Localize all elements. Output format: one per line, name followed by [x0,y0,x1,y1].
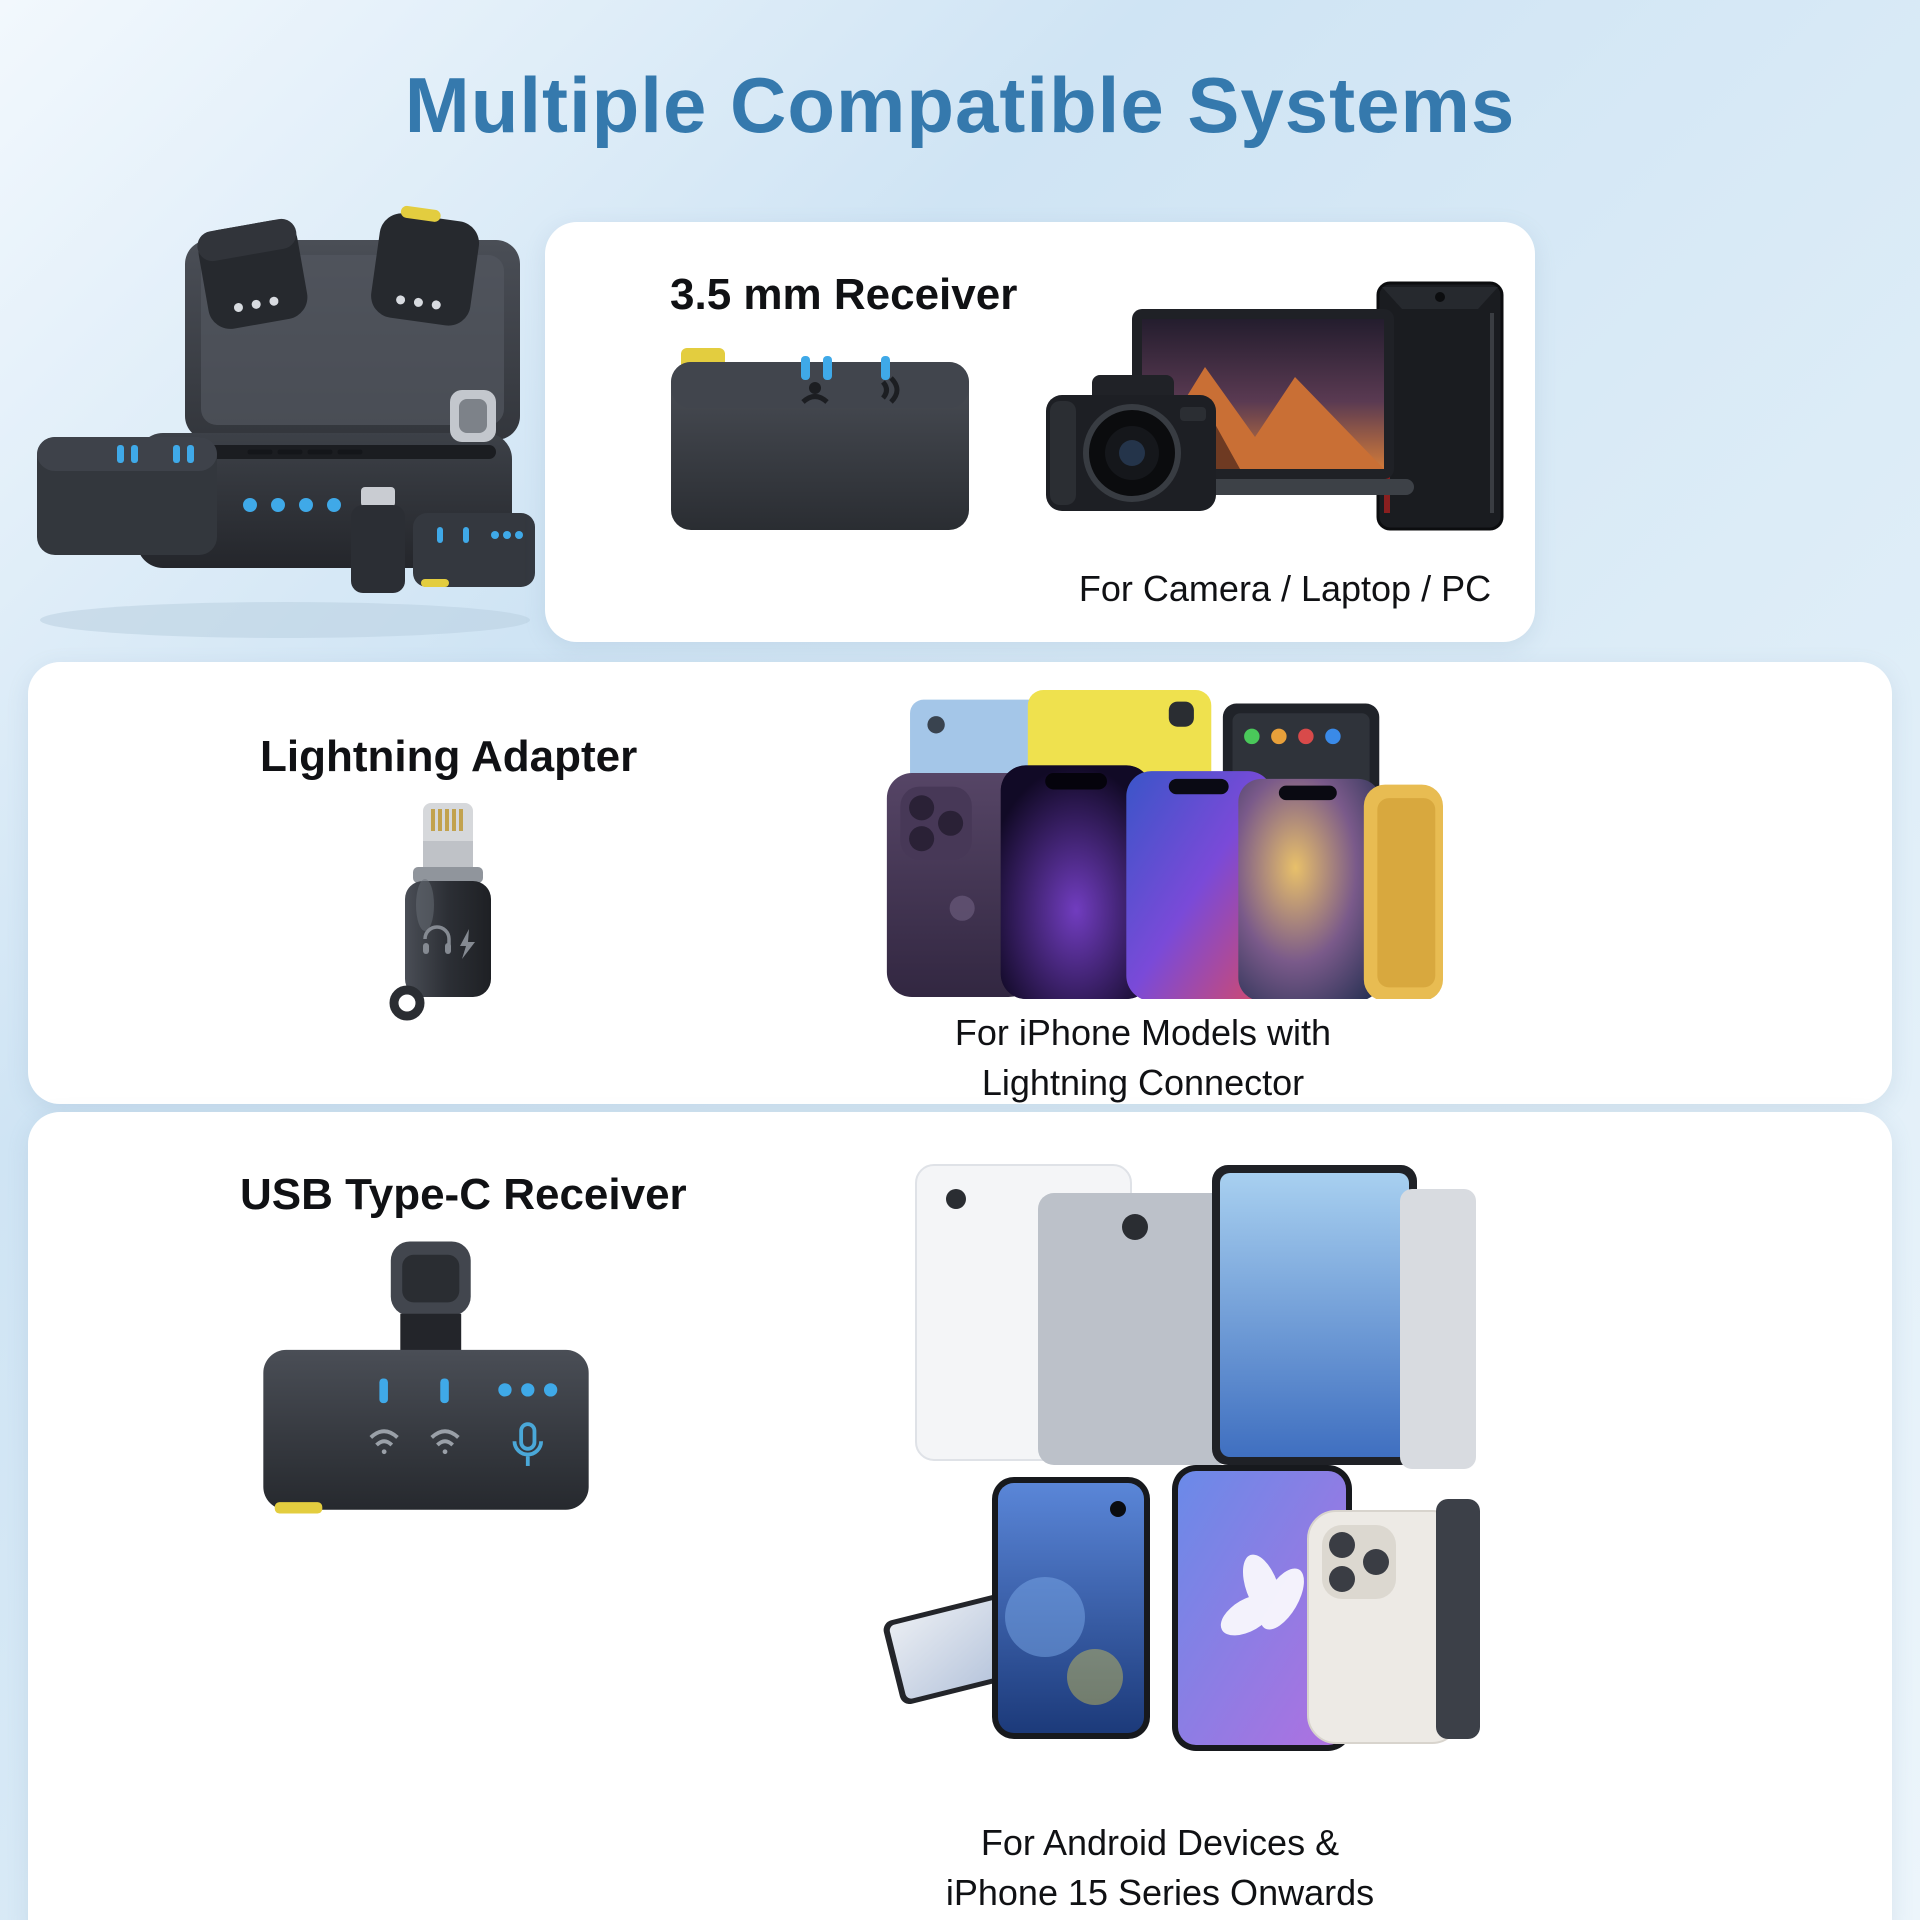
caption-iphone-lightning: For iPhone Models with Lightning Connect… [954,1012,1332,1104]
phone-dark-edge [1436,1499,1480,1739]
status-leds [379,1378,558,1404]
lightning-connector-icon [423,803,473,867]
section-heading-usbc: USB Type-C Receiver [240,1170,687,1219]
wifi-icon [369,1429,460,1455]
wireless-mic-right [371,205,480,326]
lightning-adapter-photo [358,797,538,1032]
mic-kit-illustration [37,205,535,638]
yellow-clip [274,1502,323,1514]
iphone-14-front-color [1126,771,1274,999]
section-lightning-adapter: Lightning Adapter [28,662,1892,1104]
android-collage-photo [880,1147,1480,1787]
headphone-icon [423,925,451,954]
camera-laptop-pc-photo [1040,277,1510,547]
section-heading-35mm: 3.5 mm Receiver [670,270,1018,319]
wireless-mic-left [197,218,308,329]
usbc-receiver-in-kit [413,513,535,587]
section-usbc-receiver: USB Type-C Receiver [28,1112,1892,1920]
mic-icon [512,1422,544,1466]
tablet-gray-back [1038,1193,1233,1465]
mic-kit-photo [25,205,540,645]
section-heading-lightning: Lightning Adapter [260,732,638,781]
receiver-35mm-photo [665,340,975,540]
caption-camera-laptop-pc: For Camera / Laptop / PC [1078,568,1492,609]
phone-iphone15-back [1307,1510,1461,1744]
tablet-silver-edge [1400,1189,1476,1469]
battery-leds [243,498,341,512]
tablet-blue-front [1212,1165,1417,1465]
charging-bolt-icon [460,929,475,959]
usbc-plug-icon [390,1241,471,1316]
mic-gain-icon [801,382,829,404]
lanyard-loop [389,985,425,1021]
iphone-xr-front [1363,784,1443,999]
iphone-collage-photo [883,690,1443,999]
monitor-icon [881,376,900,404]
caption-android-devices: For Android Devices & iPhone 15 Series O… [945,1822,1375,1914]
blue-connector-leds [801,356,890,380]
phone-galaxy-s10 [992,1477,1150,1739]
receiver-in-kit [37,437,217,555]
kit-shadow [40,602,530,638]
usbc-receiver-photo [250,1230,602,1544]
iphone-14-pro-back [886,773,1034,998]
page-title: Multiple Compatible Systems [404,61,1516,149]
camera [1046,375,1216,511]
iphone-14-front-dark [1000,765,1152,999]
iphone-xs-front [1238,778,1382,999]
section-35mm-receiver: 3.5 mm Receiver [545,222,1535,642]
lightning-adapter-in-kit [351,487,405,593]
usbc-plug-icon [450,390,496,442]
